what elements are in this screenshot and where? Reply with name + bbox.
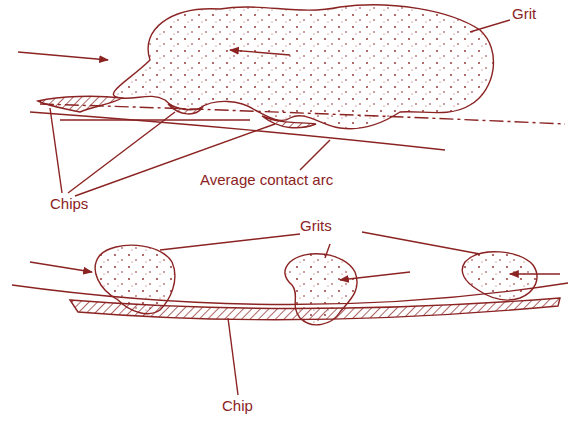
average-contact-arc <box>40 104 565 124</box>
motion-arrow <box>30 262 92 272</box>
grit-outline <box>95 245 175 313</box>
leader-line <box>300 140 330 170</box>
part-label: Chips <box>50 196 88 213</box>
grit-outline <box>113 5 493 129</box>
grit-outline <box>285 254 357 325</box>
motion-arrow <box>18 52 108 60</box>
motion-arrow <box>230 50 290 55</box>
part-label: Grit <box>512 6 536 23</box>
surface-line <box>30 112 445 150</box>
part-label: Chip <box>222 398 253 415</box>
leader-line <box>228 318 238 395</box>
motion-arrow <box>340 272 410 280</box>
grit-outline <box>462 252 537 300</box>
leader-line <box>160 234 300 250</box>
leader-line <box>68 112 175 193</box>
part-label: Average contact arc <box>200 172 333 189</box>
leader-line <box>362 232 480 254</box>
motion-arrow <box>510 273 560 274</box>
leader-line <box>470 20 510 32</box>
part-label: Grits <box>300 218 332 235</box>
surface-line <box>60 119 250 120</box>
leader-line <box>325 244 330 258</box>
leader-line <box>50 108 62 193</box>
